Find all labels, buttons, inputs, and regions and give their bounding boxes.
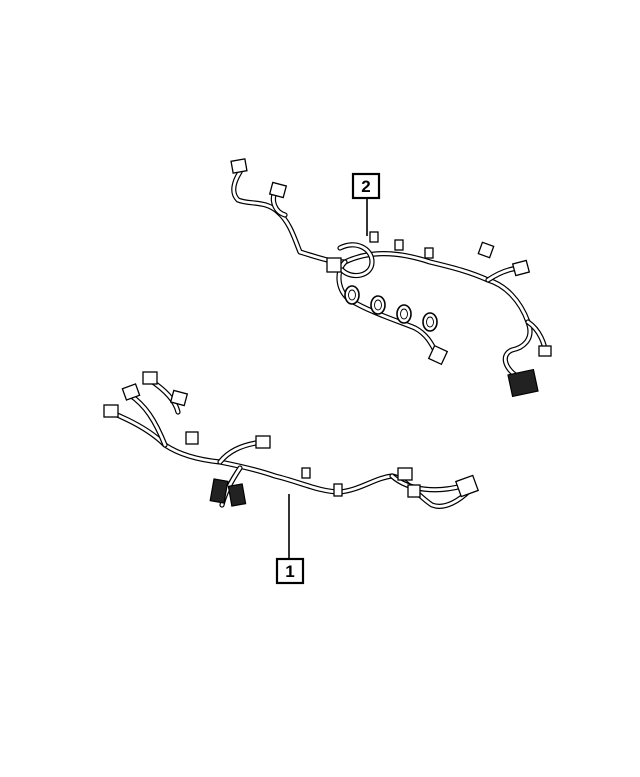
callout-2-box bbox=[351, 172, 381, 200]
harness-2-connectors bbox=[230, 158, 552, 398]
harness-2 bbox=[230, 158, 552, 398]
callout-2-label: 2 bbox=[361, 177, 370, 196]
harness-1-connectors bbox=[103, 371, 480, 507]
harness-2-wires bbox=[231, 169, 548, 381]
callout-1: 1 bbox=[275, 494, 305, 585]
harness-1 bbox=[103, 371, 480, 509]
harness-2-grommets bbox=[344, 285, 438, 332]
callout-1-label: 1 bbox=[285, 562, 294, 581]
callout-2: 2 bbox=[351, 172, 381, 236]
callout-1-box bbox=[275, 557, 305, 585]
